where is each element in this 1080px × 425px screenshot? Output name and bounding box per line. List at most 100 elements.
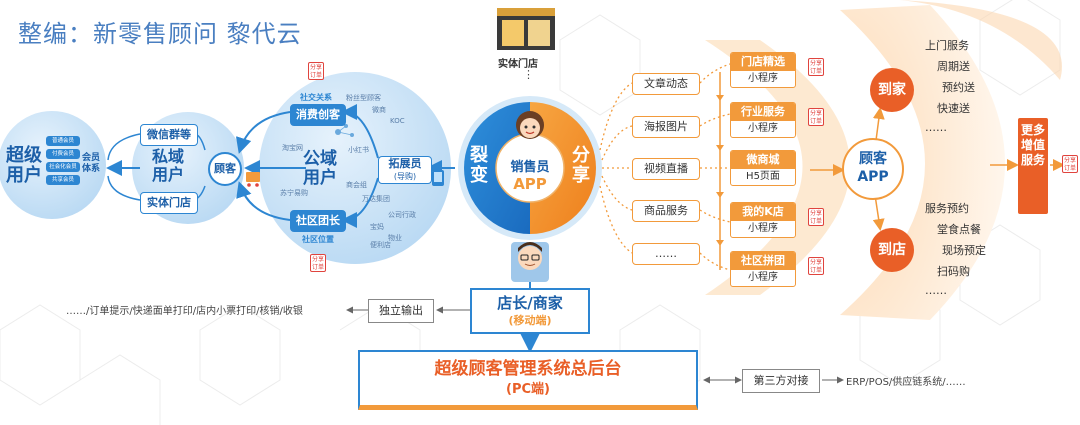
physical-store-box: 实体门店	[140, 192, 198, 214]
arrow-top-to-super	[107, 133, 141, 161]
expander-sub-label: (导购)	[393, 172, 417, 181]
expander-box: 拓展员 (导购)	[378, 156, 432, 184]
mini-program-sub: 小程序	[748, 272, 778, 283]
share-order-badge-icon: 分享订单	[308, 62, 324, 80]
fission-label: 裂变	[470, 145, 488, 186]
mini-column-arrows	[716, 95, 724, 246]
to-home-item: 快速送	[937, 102, 970, 115]
share-label: 分享	[572, 145, 590, 186]
mini-program-sub: 小程序	[748, 223, 778, 234]
public-domain-label: 公域用户	[303, 149, 337, 188]
mini-program-sub: H5页面	[746, 171, 780, 182]
customer-app-line1: 顾客	[859, 151, 887, 167]
to-home-item: 周期送	[937, 60, 970, 73]
member-item: 普通会员	[46, 136, 80, 146]
member-list: 普通会员 付费会员 社会化会员 共享会员	[46, 136, 80, 185]
arrow-community-to-customer	[236, 181, 291, 221]
super-user-label: 超级用户	[4, 146, 44, 186]
bg-word: KOC	[390, 117, 405, 125]
backend-box: 超级顾客管理系统总后台 (PC端)	[358, 350, 698, 410]
storefront-icon	[497, 8, 555, 50]
bg-word: 宝妈	[370, 223, 384, 231]
mini-program-title: 微商城	[731, 151, 795, 169]
bg-word: 微商	[372, 106, 386, 114]
bg-word: 小红书	[348, 146, 369, 154]
bg-word: 万达集团	[362, 195, 390, 203]
content-type-video: 视频直播	[632, 158, 700, 180]
content-type-poster: 海报图片	[632, 116, 700, 138]
store-label: 实体门店	[498, 59, 538, 70]
merchant-sub: (移动端)	[508, 314, 552, 327]
to-store-item: 堂食点餐	[937, 223, 981, 236]
salesperson-avatar	[516, 111, 544, 139]
to-store-item: ……	[925, 284, 947, 297]
third-party-systems-text: ERP/POS/供应链系统/……	[846, 377, 966, 388]
to-store-item: 扫码购	[937, 265, 970, 278]
merchant-box: 店长/商家 (移动端)	[470, 288, 590, 334]
to-home-item: 预约送	[942, 81, 975, 94]
share-order-badge-icon: 分享订单	[808, 108, 824, 126]
bg-word: 公司行政	[388, 211, 416, 219]
mini-program-mall: 微商城 H5页面	[730, 150, 796, 186]
arrow-bottom-to-super	[107, 175, 141, 201]
share-order-badge-icon: 分享订单	[808, 257, 824, 275]
mini-program-sub: 小程序	[748, 123, 778, 134]
arrow-app-to-store	[872, 194, 885, 231]
content-type-product: 商品服务	[632, 200, 700, 222]
shopping-cart-icon	[246, 172, 260, 187]
member-item: 共享会员	[46, 175, 80, 185]
share-order-badge-icon: 分享订单	[808, 58, 824, 76]
bg-word: 商会组	[346, 181, 367, 189]
arrow-consumer-to-customer	[235, 111, 291, 154]
to-home-item: ……	[925, 121, 947, 134]
expander-label: 拓展员	[388, 157, 422, 170]
customer-app-line2: APP	[857, 169, 889, 185]
independent-output-box: 独立输出	[368, 299, 434, 323]
mini-program-k-store: 我的K店 小程序	[730, 202, 796, 238]
page-title: 整编：新零售顾问 黎代云	[18, 20, 302, 48]
sales-app-label: 销售员 APP	[502, 160, 558, 192]
wechat-group-box: 微信群等	[140, 124, 198, 146]
expander-phone-icon	[432, 170, 444, 186]
sales-app-name: 销售员	[510, 160, 550, 175]
bg-word: 苏宁易购	[280, 189, 308, 197]
consumer-creator-box: 消费创客	[290, 104, 346, 126]
arrow-to-community	[341, 177, 379, 228]
fan-top	[900, 0, 1062, 80]
content-type-article: 文章动态	[632, 73, 700, 95]
manager-avatar	[511, 242, 549, 282]
backend-sub: (PC端)	[506, 382, 550, 397]
super-user-text: 超级用户	[6, 145, 42, 186]
bg-word: 物业	[388, 234, 402, 242]
bg-word: 粉丝型顾客	[346, 94, 381, 102]
output-functions-text: ……/订单提示/快递面单打印/店内小票打印/核销/收银	[66, 306, 303, 317]
to-store-item: 服务预约	[925, 202, 969, 215]
share-arcs	[599, 63, 731, 271]
mini-program-title: 行业服务	[731, 103, 795, 121]
customer-app-node: 顾客 APP	[842, 138, 904, 200]
mini-program-title: 门店精选	[731, 53, 795, 71]
more-services-box: 更多增值服务	[1018, 118, 1048, 214]
bg-word: 淘宝网	[282, 144, 303, 152]
fan-2	[840, 5, 1005, 320]
mini-program-group-buy: 社区拼团 小程序	[730, 251, 796, 287]
third-party-box: 第三方对接	[742, 369, 820, 393]
mini-program-title: 社区拼团	[731, 252, 795, 270]
social-network-icon	[335, 124, 354, 137]
customer-node: 顾客	[208, 152, 242, 186]
sales-app-sub: APP	[513, 175, 547, 193]
member-system-label: 会员体系	[82, 153, 101, 174]
mini-to-app-arrows	[719, 72, 845, 270]
to-store-node: 到店	[870, 228, 914, 272]
mini-program-sub: 小程序	[748, 73, 778, 84]
member-item: 付费会员	[46, 149, 80, 159]
backend-title: 超级顾客管理系统总后台	[434, 359, 622, 379]
mini-program-industry: 行业服务 小程序	[730, 102, 796, 138]
share-order-badge-icon: 分享订单	[808, 208, 824, 226]
to-store-item: 现场预定	[942, 244, 986, 257]
mini-program-title: 我的K店	[731, 203, 795, 221]
to-home-node: 到家	[870, 68, 914, 112]
community-leader-box: 社区团长	[290, 210, 346, 232]
